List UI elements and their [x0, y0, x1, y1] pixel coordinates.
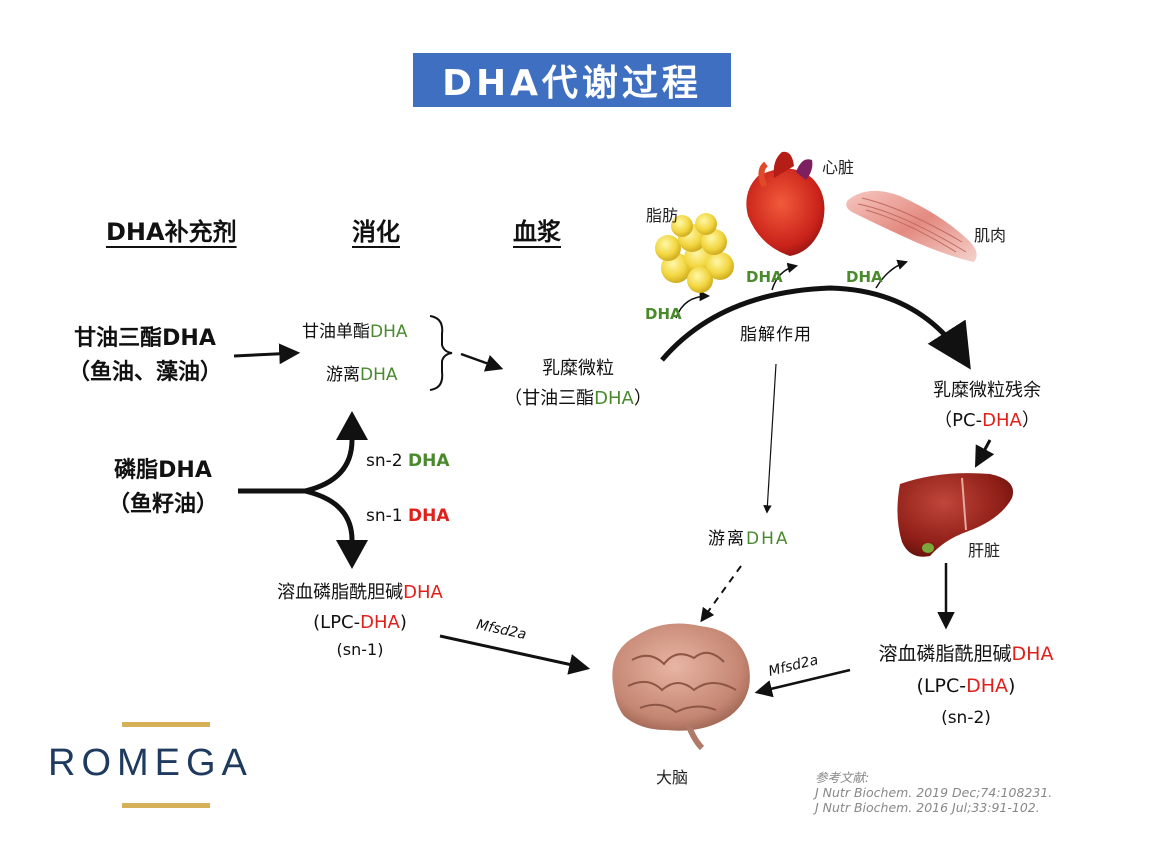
free-dha-plasma: 游离DHA — [708, 524, 790, 549]
remnant-dha: DHA — [982, 410, 1022, 431]
chylomicron: 乳糜微粒 （甘油三酯DHA） — [488, 354, 668, 414]
references: 参考文献: J Nutr Biochem. 2019 Dec;74:108231… — [815, 770, 1052, 815]
lpc-left-abbrev-suffix: ) — [399, 612, 407, 633]
arrow-lipolysis-to-free-dha — [763, 363, 777, 514]
heart-illustration — [746, 151, 825, 256]
arrow-phospholipid-up — [304, 425, 355, 494]
lpc-right-title: 溶血磷脂酰胆碱DHA — [848, 638, 1084, 670]
reference-2: J Nutr Biochem. 2016 Jul;33:91-102. — [815, 800, 1040, 815]
brain-illustration — [612, 623, 750, 751]
lpc-left: 溶血磷脂酰胆碱DHA (LPC-DHA) (sn-1) — [240, 578, 480, 662]
logo-romega: ROMEGA — [48, 742, 253, 784]
lpc-right-name: 溶血磷脂酰胆碱 — [878, 643, 1012, 665]
lpc-right-dha: DHA — [1011, 643, 1054, 665]
logo-bar-bottom — [122, 803, 210, 808]
dha-tag-fat: DHA — [645, 305, 682, 323]
lpc-left-position: (sn-1) — [336, 640, 384, 659]
arrow-phospholipid-down — [304, 488, 355, 552]
free-dha-digestion: 游离DHA — [326, 360, 398, 385]
remnant-title: 乳糜微粒残余 — [933, 380, 1041, 401]
lpc-right-abbrev-dha: DHA — [966, 675, 1009, 697]
phospholipid-dha: 磷脂DHA （鱼籽油） — [88, 454, 238, 522]
page-title: DHA代谢过程 — [413, 53, 731, 107]
chylomicron-prefix: （甘油三酯 — [504, 388, 595, 409]
reference-1: J Nutr Biochem. 2019 Dec;74:108231. — [815, 785, 1053, 800]
organ-fat-label: 脂肪 — [646, 206, 679, 225]
chylomicron-title: 乳糜微粒 — [542, 358, 614, 379]
arrow-remnant-to-liver — [974, 439, 995, 468]
triglyceride-title: 甘油三酯DHA — [74, 326, 216, 351]
sn2-dha: DHA — [408, 451, 450, 471]
lpc-left-abbrev-dha: DHA — [360, 612, 400, 633]
lpc-right-position: (sn-2) — [941, 708, 991, 728]
arrow-to-fat — [675, 290, 711, 319]
lpc-right-abbrev-prefix: (LPC- — [916, 675, 967, 697]
chylomicron-suffix: ） — [633, 388, 652, 409]
remnant-prefix: （PC- — [934, 410, 983, 431]
free-label: 游离 — [326, 365, 360, 385]
sn1-text: sn-1 — [366, 506, 403, 526]
sn2-label: sn-2 DHA — [366, 451, 450, 471]
sn1-dha: DHA — [408, 506, 450, 526]
column-plasma: 血浆 — [513, 218, 561, 246]
free-dha-plasma-prefix: 游离 — [708, 529, 746, 549]
column-digestion: 消化 — [352, 218, 400, 246]
sn2-text: sn-2 — [366, 451, 403, 471]
liver-illustration — [897, 473, 1014, 557]
organ-brain-label: 大脑 — [656, 768, 689, 787]
lpc-right-abbrev: (LPC-DHA) — [848, 670, 1084, 702]
remnant-suffix: ） — [1021, 410, 1040, 431]
lpc-left-abbrev-prefix: (LPC- — [313, 612, 361, 633]
lpc-left-abbrev: (LPC-DHA) — [240, 608, 480, 638]
phospholipid-source: （鱼籽油） — [107, 492, 218, 517]
lpc-left-title: 溶血磷脂酰胆碱DHA — [240, 578, 480, 608]
dha-tag-heart: DHA — [746, 268, 783, 286]
arrow-free-dha-to-brain — [700, 565, 742, 623]
chylomicron-dha: DHA — [594, 388, 634, 409]
triglyceride-source: （鱼油、藻油） — [67, 360, 222, 385]
chylomicron-remnant: 乳糜微粒残余 （PC-DHA） — [912, 376, 1062, 436]
logo-bar-top — [122, 722, 210, 727]
arrow-to-muscle — [875, 259, 908, 289]
lpc-left-dha: DHA — [403, 582, 443, 603]
monoglyceride-label: 甘油单酯 — [302, 322, 370, 342]
dha-tag-muscle: DHA — [846, 268, 883, 286]
lpc-left-name: 溶血磷脂酰胆碱 — [277, 582, 404, 603]
arrowhead-up — [336, 411, 368, 440]
muscle-illustration — [846, 190, 977, 262]
remnant-subtitle: （PC-DHA） — [912, 406, 1062, 436]
fat-illustration — [655, 213, 734, 293]
column-supplement: DHA补充剂 — [106, 218, 237, 246]
arrow-digestion-to-chylomicron — [460, 352, 504, 372]
chylomicron-subtitle: （甘油三酯DHA） — [488, 384, 668, 414]
monoglyceride-dha: 甘油单酯DHA — [302, 317, 408, 342]
arrowhead-down — [336, 540, 368, 569]
lpc-right-abbrev-suffix: ) — [1008, 675, 1016, 697]
sn1-label: sn-1 DHA — [366, 506, 450, 526]
references-heading: 参考文献: — [815, 770, 870, 785]
lipolysis-label: 脂解作用 — [740, 325, 812, 345]
arrow-tg-to-digestion — [233, 343, 301, 365]
organ-heart-label: 心脏 — [822, 158, 855, 177]
organ-muscle-label: 肌肉 — [974, 226, 1007, 245]
free-dha-text: DHA — [360, 365, 398, 385]
digestion-brace — [429, 315, 453, 391]
phospholipid-title: 磷脂DHA — [114, 458, 212, 483]
triglyceride-dha: 甘油三酯DHA （鱼油、藻油） — [50, 322, 240, 390]
lpc-right: 溶血磷脂酰胆碱DHA (LPC-DHA) (sn-2) — [848, 638, 1084, 734]
arrow-lpc-right-to-brain — [754, 668, 851, 698]
arrow-lpc-left-to-brain — [439, 634, 591, 675]
free-dha-plasma-dha: DHA — [746, 529, 790, 549]
monoglyceride-dha-text: DHA — [370, 322, 408, 342]
lipolysis-arc — [660, 285, 971, 370]
organ-liver-label: 肝脏 — [968, 541, 1001, 560]
arrow-to-heart — [771, 262, 799, 291]
